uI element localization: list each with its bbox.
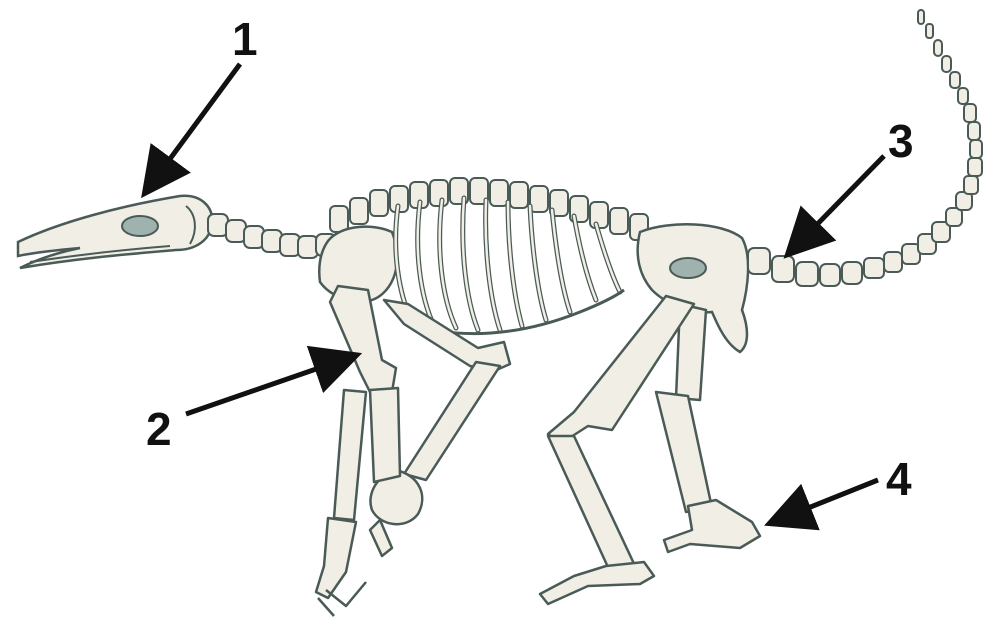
arrow-1 [150, 64, 240, 186]
arrow-3 [794, 156, 884, 248]
eye-socket [122, 216, 158, 236]
neck-vertebrae [208, 214, 336, 258]
label-1: 1 [232, 16, 258, 62]
hind-legs [540, 296, 760, 604]
tail-vertebrae [748, 10, 982, 286]
skull [18, 196, 212, 268]
label-3: 3 [888, 118, 914, 164]
arrow-4 [778, 480, 878, 520]
front-legs [316, 286, 510, 616]
label-2: 2 [146, 406, 172, 452]
label-4: 4 [886, 456, 912, 502]
arrow-2 [186, 358, 348, 414]
